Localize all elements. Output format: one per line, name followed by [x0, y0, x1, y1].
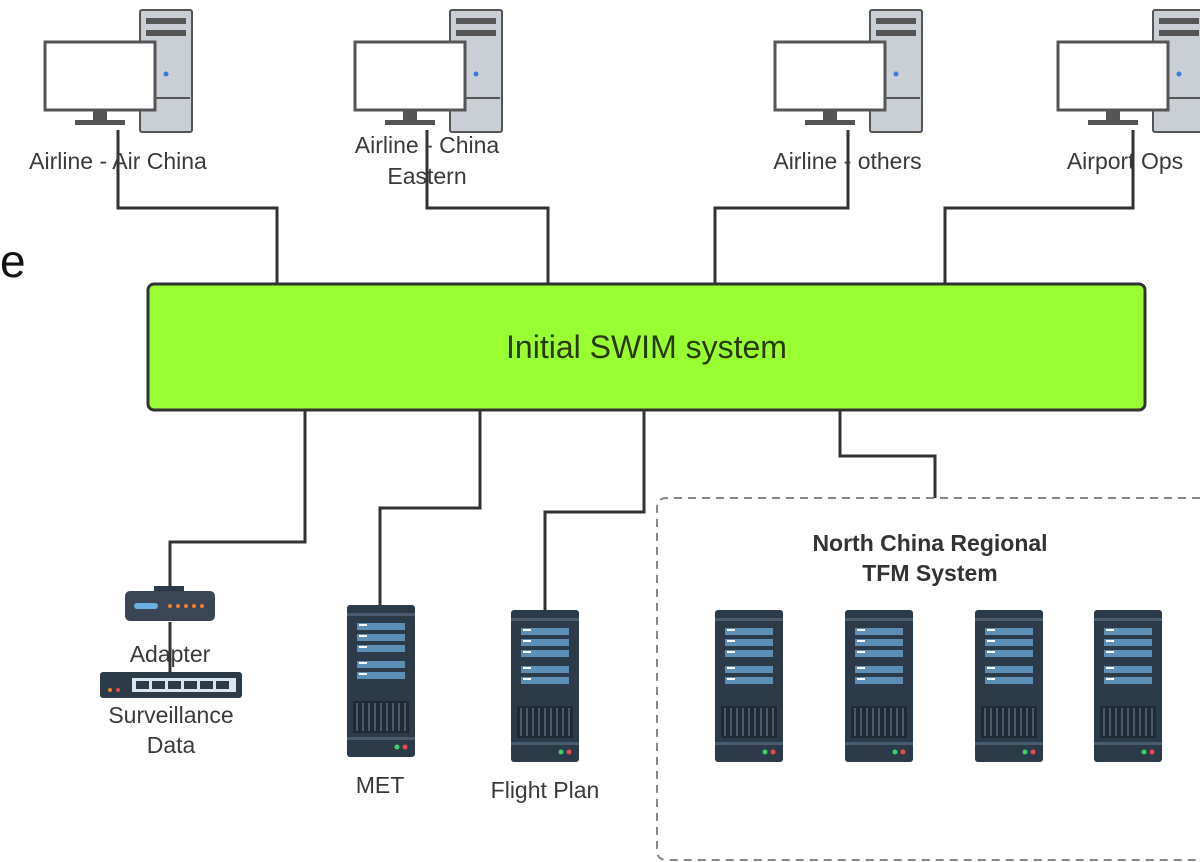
tfm-server-icon — [974, 609, 1044, 763]
label-china-eastern-line2: Eastern — [387, 163, 467, 189]
tfm-server-icon — [1093, 609, 1163, 763]
desktop-computer-icon — [43, 8, 194, 134]
clipped-text-fragment: e — [0, 235, 26, 287]
swim-hub-label: Initial SWIM system — [148, 284, 1145, 410]
link-airport-ops — [943, 130, 1135, 284]
link-regional-tfm — [838, 410, 937, 498]
label-met: MET — [355, 772, 405, 798]
link-airline-others — [713, 130, 850, 284]
link-met — [378, 410, 482, 605]
desktop-computer-icon — [353, 8, 504, 134]
desktop-computer-icon — [773, 8, 924, 134]
label-air-china: Airline - Air China — [29, 148, 207, 174]
tfm-server-icon — [844, 609, 914, 763]
tfm-server-icon — [714, 609, 784, 763]
label-surveillance-line1: Surveillance — [108, 702, 234, 728]
label-airline-others: Airline - others — [773, 148, 922, 174]
link-flight-plan — [543, 410, 646, 610]
adapter-device-icon — [125, 586, 215, 621]
label-surveillance-line2: Data — [146, 732, 196, 758]
network-switch-icon — [100, 672, 242, 698]
label-airport-ops: Airport Ops — [1066, 148, 1184, 174]
label-adapter: Adapter — [129, 641, 211, 667]
label-flight-plan: Flight Plan — [490, 777, 600, 803]
swim-hub-label-text: Initial SWIM system — [506, 328, 787, 365]
swim-hub-box — [146, 282, 1147, 412]
regional-tfm-title-line2: TFM System — [862, 560, 998, 586]
desktop-computer-icon — [1056, 8, 1200, 134]
link-china-eastern — [425, 130, 550, 284]
link-adapter — [168, 410, 307, 590]
regional-tfm-boundary — [656, 497, 1200, 861]
met-server-icon — [346, 604, 416, 758]
regional-tfm-title-line1: North China Regional — [812, 530, 1048, 556]
link-air-china — [116, 130, 279, 284]
label-china-eastern-line1: Airline - China — [354, 132, 500, 158]
flight-plan-server-icon — [510, 609, 580, 763]
connector-lines — [116, 130, 1135, 672]
